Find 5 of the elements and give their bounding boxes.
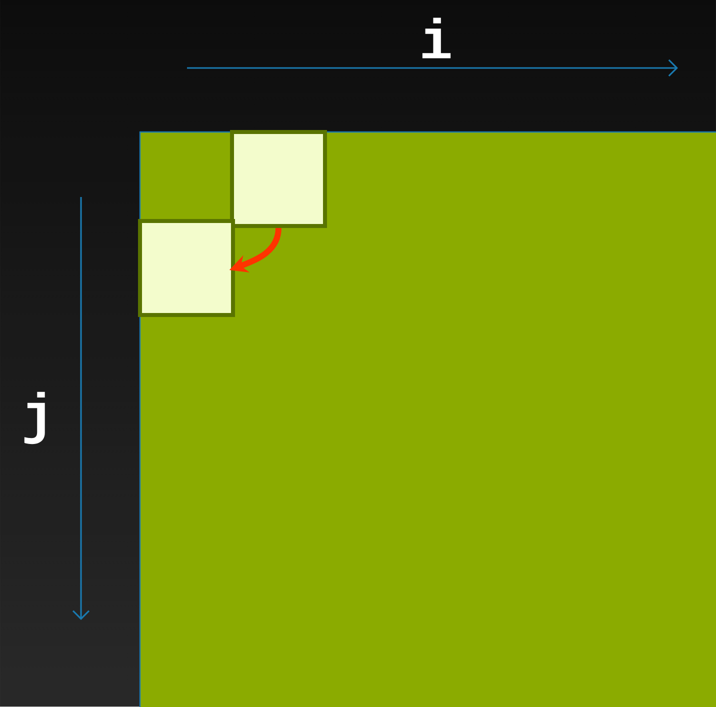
tile — [230, 130, 327, 228]
axis-label: i — [422, 18, 451, 58]
axis-label: j — [24, 392, 45, 444]
tile — [138, 219, 235, 317]
matrix-area — [139, 131, 716, 707]
